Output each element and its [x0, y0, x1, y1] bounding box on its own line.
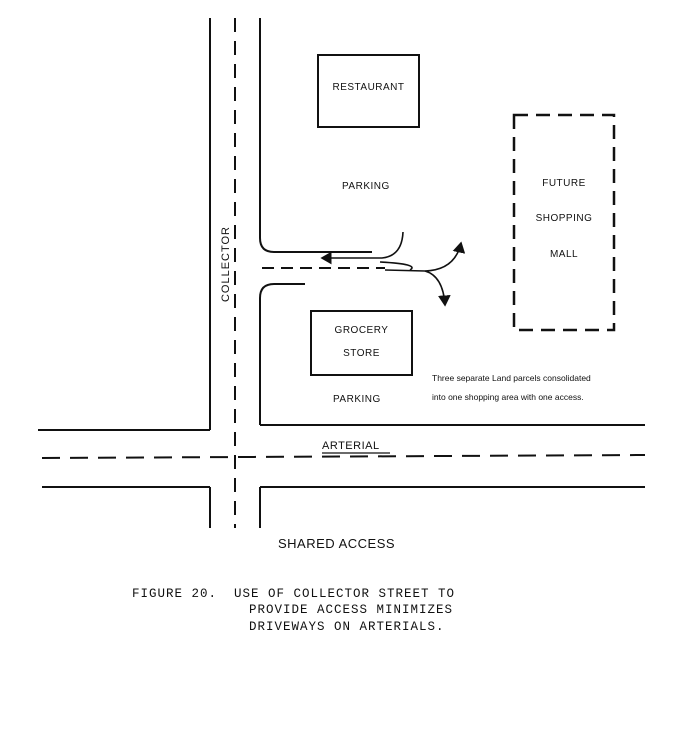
future-mall-label-1: FUTURE — [542, 178, 586, 189]
arterial-street — [38, 424, 646, 488]
caption-line-3: DRIVEWAYS ON ARTERIALS. — [249, 620, 445, 634]
future-mall-label-2: SHOPPING — [535, 213, 593, 224]
grocery-store-building — [310, 310, 413, 376]
arterial-centerline — [41, 454, 646, 459]
traffic-arrows — [320, 231, 466, 307]
arrow-return-curve — [379, 261, 413, 271]
consolidation-note: Three separate Land parcels consolidated… — [432, 369, 672, 407]
driveway-south-edge — [259, 283, 305, 299]
arrow-exit-to-collector — [320, 231, 404, 265]
caption-line-1: FIGURE 20. USE OF COLLECTOR STREET TO — [132, 587, 456, 601]
note-line-1: Three separate Land parcels consolidated — [432, 373, 591, 383]
grocery-label-1: GROCERY — [334, 325, 389, 336]
shared-driveway — [259, 237, 385, 299]
collector-label: COLLECTOR — [220, 226, 232, 302]
arrow-to-parking-south — [424, 270, 451, 307]
diagram-title: SHARED ACCESS — [278, 536, 396, 551]
grocery-label-2: STORE — [343, 348, 380, 359]
future-mall-label-3: MALL — [549, 249, 579, 260]
caption-line-2: PROVIDE ACCESS MINIMIZES — [249, 603, 454, 617]
future-mall-outline — [512, 113, 616, 332]
collector-street — [209, 18, 261, 528]
parking-top-label: PARKING — [342, 181, 390, 192]
driveway-north-edge — [259, 237, 372, 253]
arrow-to-parking-north — [384, 241, 466, 272]
note-line-2: into one shopping area with one access. — [432, 392, 584, 402]
restaurant-building — [317, 54, 420, 128]
parking-bottom-label: PARKING — [333, 394, 381, 405]
restaurant-label: RESTAURANT — [332, 82, 405, 93]
arterial-label: ARTERIAL — [322, 440, 380, 452]
